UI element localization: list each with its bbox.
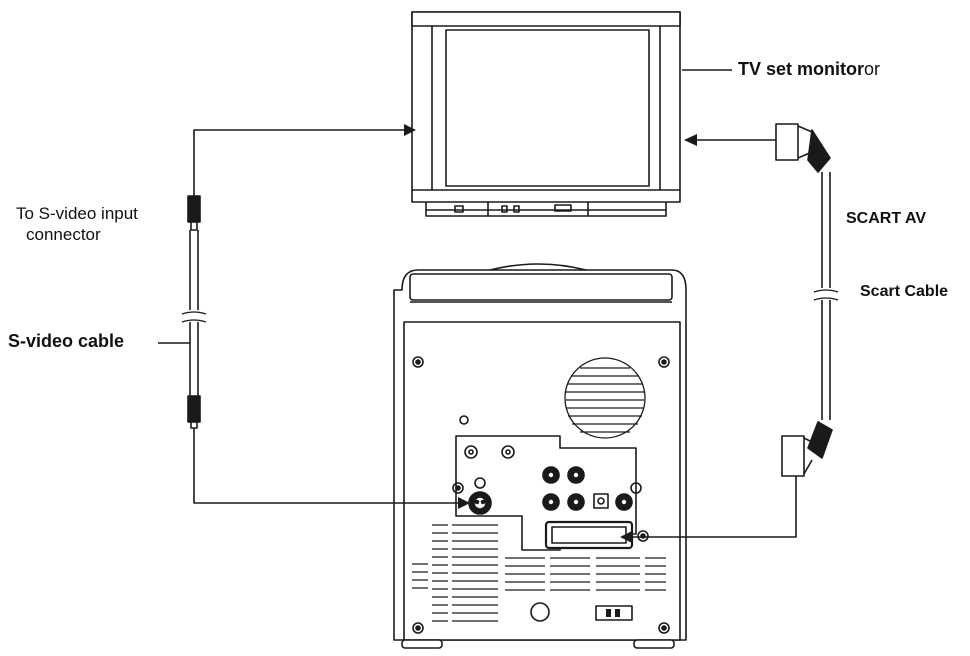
svideo-cable-label: S-video cable <box>8 331 125 351</box>
tv-set <box>411 11 681 217</box>
scart-cable <box>620 123 839 543</box>
rear-switch <box>530 602 633 622</box>
scart-av-label: SCART AV <box>846 210 926 227</box>
tv-set-label: TV set monitoror <box>738 59 880 80</box>
vent-slots <box>412 524 666 622</box>
scart-cable-label: Scart Cable <box>860 283 949 300</box>
svideo-input-label-line2: connector <box>26 225 101 244</box>
tv-set-label-suffix: or <box>864 59 881 79</box>
tv-set-label-bold: TV set monitor <box>738 59 865 79</box>
connector-panel <box>452 435 649 551</box>
svideo-input-label-line1: To S-video input <box>16 204 138 223</box>
svideo-cable <box>181 124 470 509</box>
speaker-grille <box>564 357 646 439</box>
